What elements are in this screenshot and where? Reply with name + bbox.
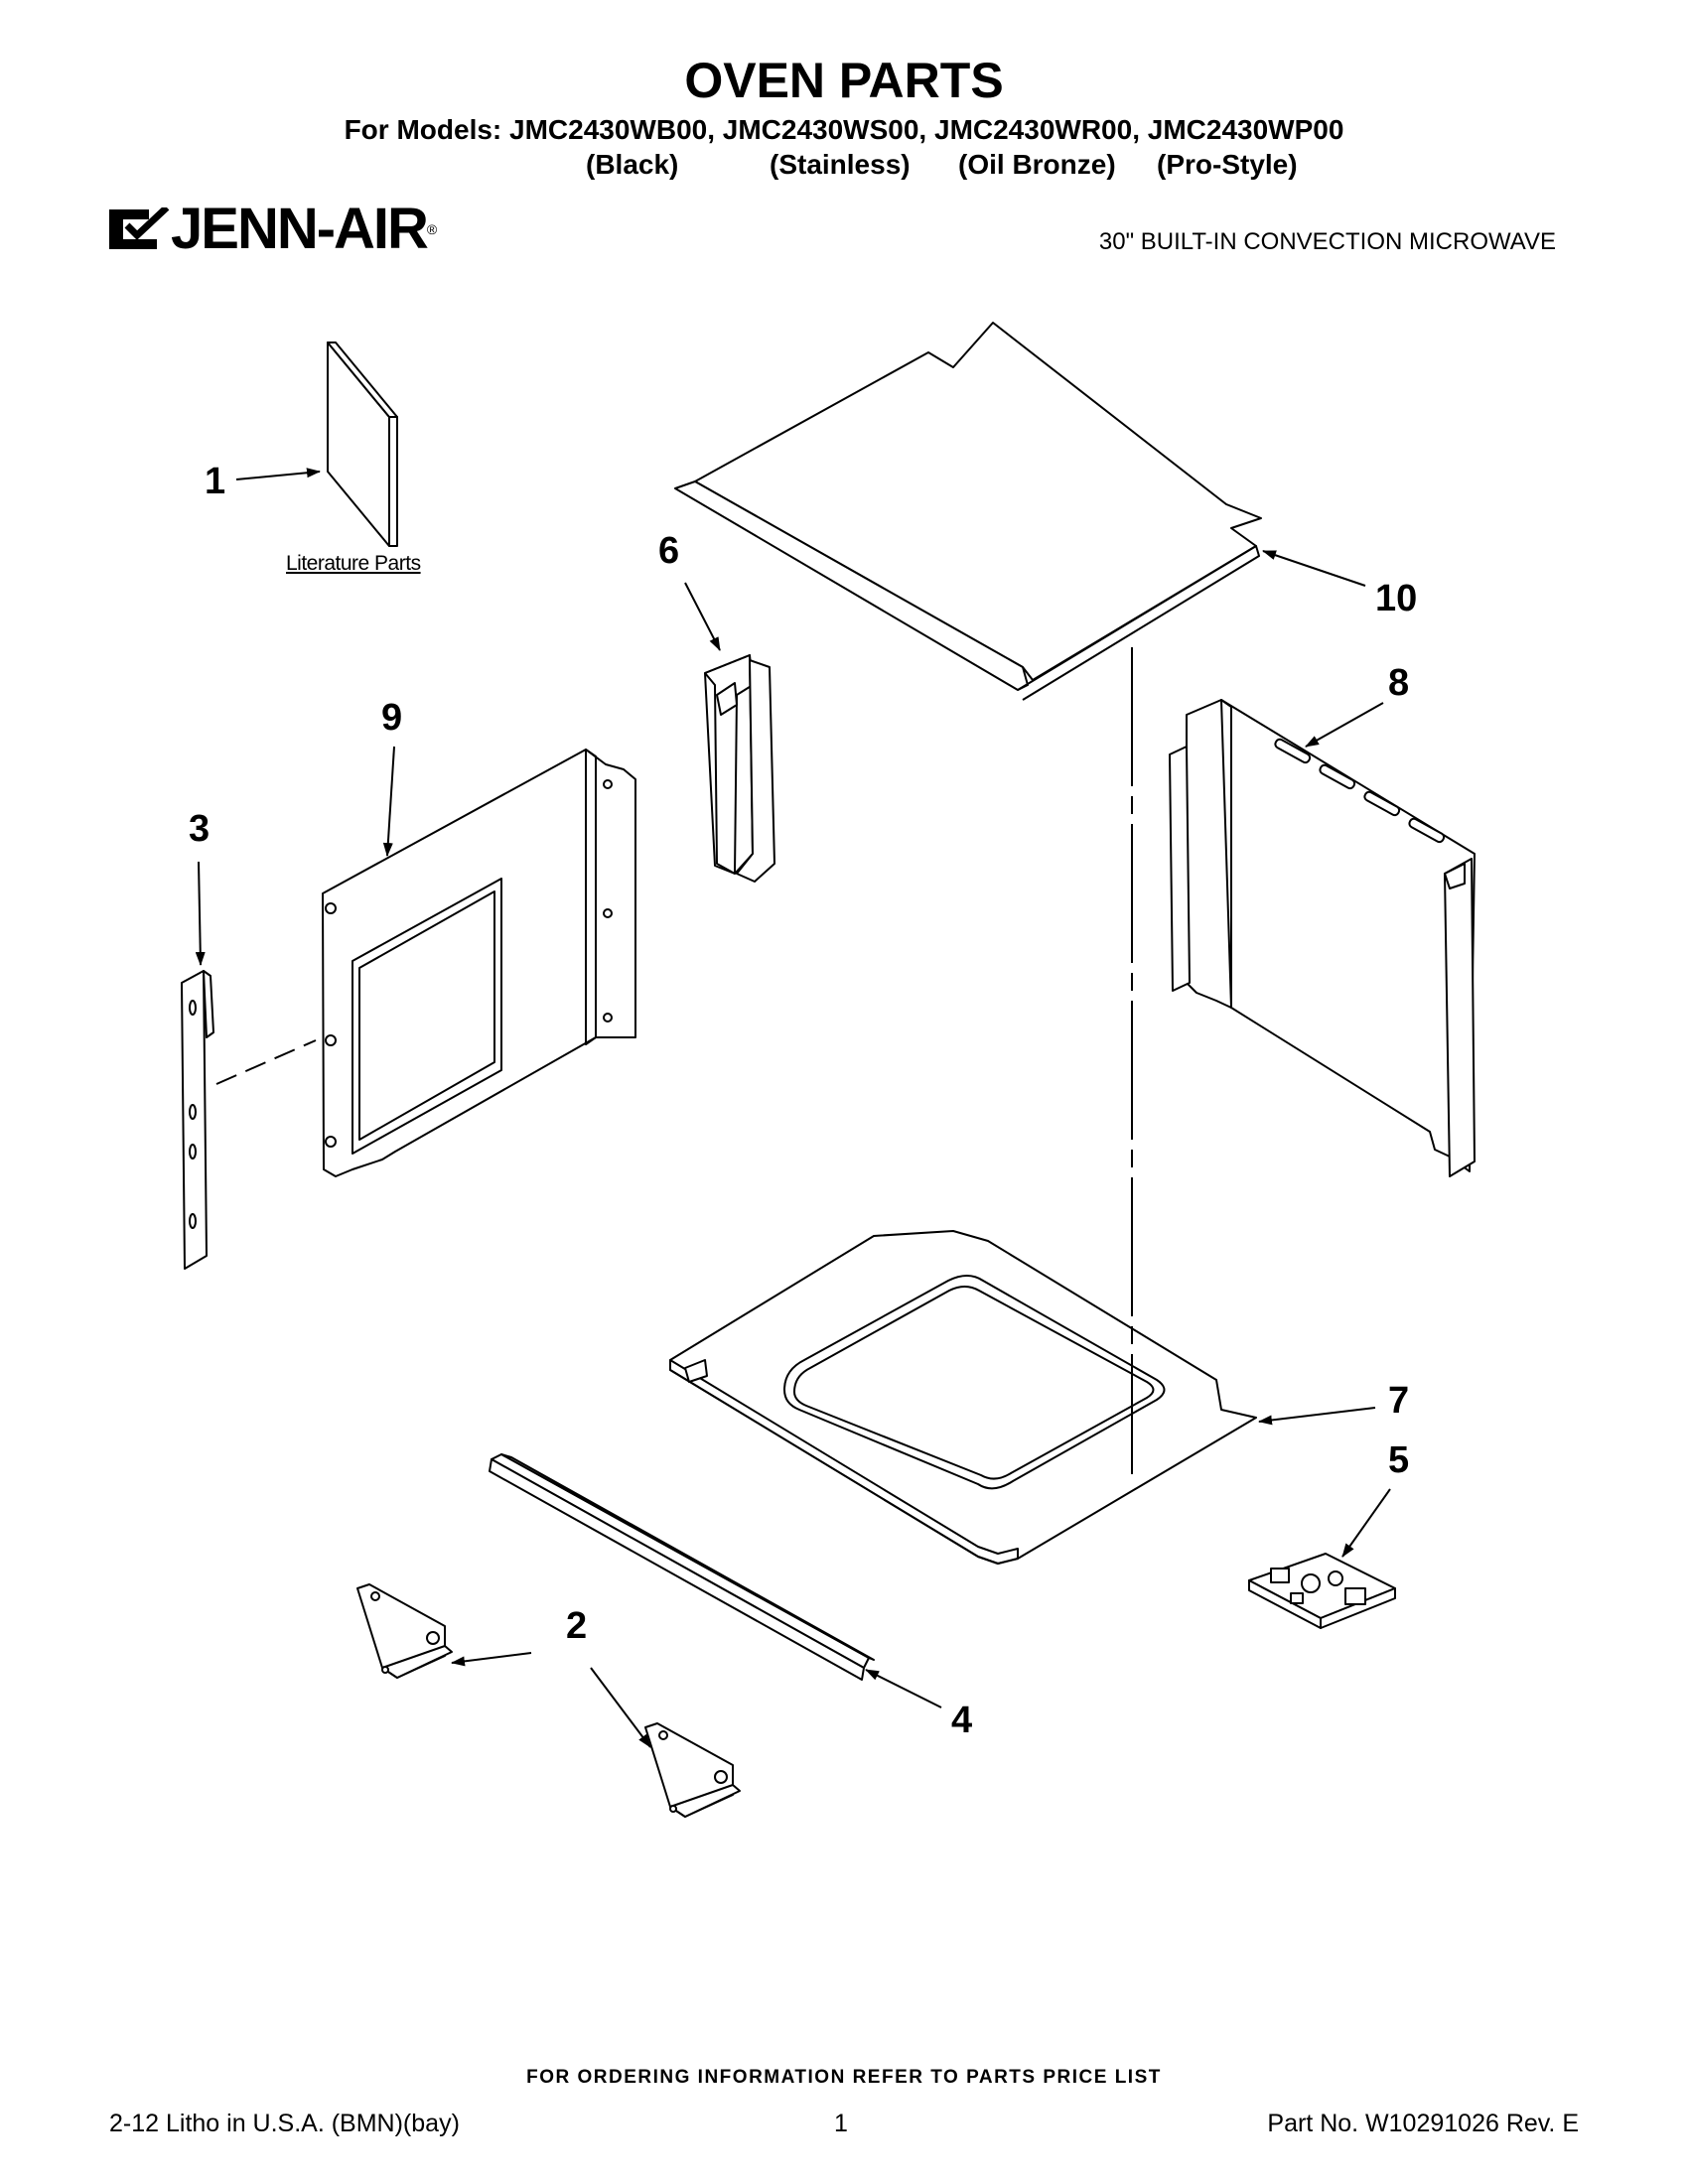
part-5-control-board [1248,1553,1396,1629]
jenn-air-logo-icon [109,207,170,249]
product-description: 30" BUILT-IN CONVECTION MICROWAVE [1098,228,1556,255]
variant-pro-style: (Pro-Style) [1157,149,1298,180]
variant-black: (Black) [586,149,679,180]
brand-name: JENN-AIR [171,197,429,261]
part-3-side-strip [181,970,214,1270]
ordering-info: FOR ORDERING INFORMATION REFER TO PARTS … [526,2067,1162,2088]
callout-3: 3 [189,808,210,850]
arrow-6 [684,582,721,651]
models-line: For Models: JMC2430WB00, JMC2430WS00, JM… [344,114,1344,145]
arrow-1 [235,468,321,480]
part-10-top-panel [674,322,1262,701]
arrow-3 [195,861,206,966]
part-9-left-side-panel [322,749,636,1177]
callout-1: 1 [205,461,225,502]
jenn-air-logo: JENN-AIR® [109,199,437,260]
callout-4: 4 [951,1700,972,1741]
part-2-bracket-upper [356,1583,453,1679]
callout-5: 5 [1388,1439,1409,1481]
part-number: Part No. W10291026 Rev. E [1267,2110,1579,2137]
callout-8: 8 [1388,662,1409,704]
callout-10: 10 [1375,578,1417,619]
callout-9: 9 [381,697,402,739]
arrow-5 [1341,1488,1391,1558]
brand-registered: ® [426,221,438,237]
variant-oil-bronze: (Oil Bronze) [958,149,1116,180]
callout-6: 6 [658,530,679,572]
part-2-bracket-lower [644,1722,741,1818]
page-number: 1 [834,2110,848,2137]
arrow-7 [1258,1407,1376,1426]
page-title: OVEN PARTS [684,53,1004,108]
arrow-10 [1262,550,1366,587]
part-1-literature [327,341,398,547]
part-8-right-side-panel [1169,699,1476,1177]
litho-info: 2-12 Litho in U.S.A. (BMN)(bay) [109,2110,460,2137]
variant-stainless: (Stainless) [770,149,911,180]
callout-2: 2 [566,1605,587,1647]
part-6-duct [704,654,775,883]
arrow-8 [1305,702,1384,748]
arrow-2-upper [451,1652,532,1667]
arrow-2-lower [590,1667,651,1748]
alignment-line-left [215,1039,317,1085]
arrow-4 [865,1669,942,1708]
arrow-9 [382,746,395,857]
callout-7: 7 [1388,1380,1409,1422]
part-4-front-rail [489,1453,875,1681]
part-7-bottom-tray [669,1230,1257,1565]
literature-parts-label: Literature Parts [286,552,421,575]
